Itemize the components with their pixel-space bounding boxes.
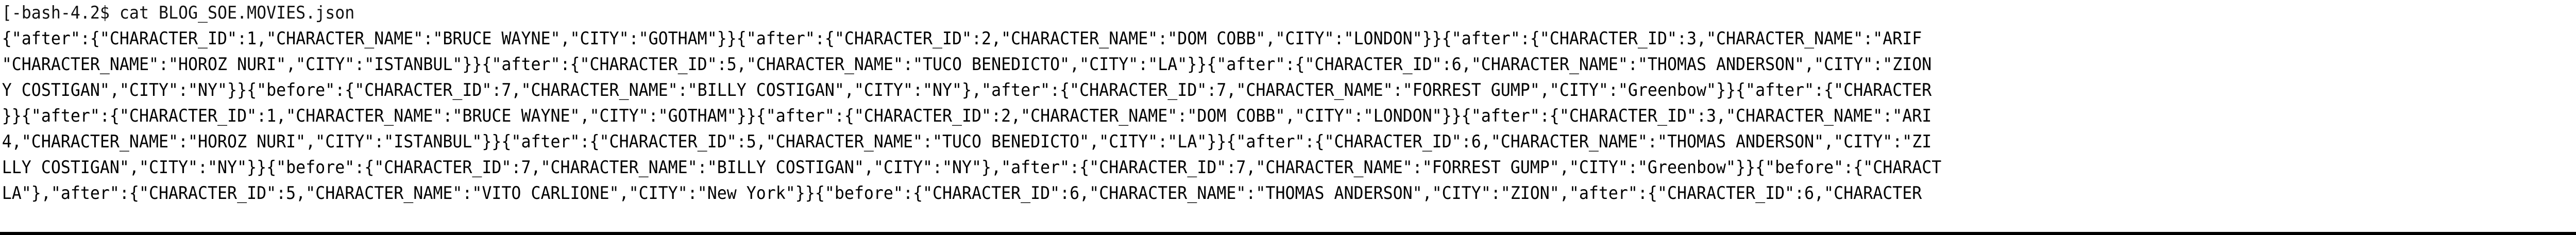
output-line: }}{"after":{"CHARACTER_ID":1,"CHARACTER_…: [2, 106, 1932, 126]
output-line: LLY COSTIGAN","CITY":"NY"}}{"before":{"C…: [2, 157, 1942, 177]
output-line: Y COSTIGAN","CITY":"NY"}}{"before":{"CHA…: [2, 80, 1932, 100]
output-line: 4,"CHARACTER_NAME":"HOROZ NURI","CITY":"…: [2, 131, 1932, 152]
output-line: "CHARACTER_NAME":"HOROZ NURI","CITY":"IS…: [2, 54, 1932, 74]
shell-prompt-line: [-bash-4.2$ cat BLOG_SOE.MOVIES.json: [2, 3, 355, 23]
output-line: {"after":{"CHARACTER_ID":1,"CHARACTER_NA…: [2, 28, 1922, 48]
output-line: LA"},"after":{"CHARACTER_ID":5,"CHARACTE…: [2, 183, 1922, 203]
terminal-bottom-rule: [0, 232, 2576, 233]
